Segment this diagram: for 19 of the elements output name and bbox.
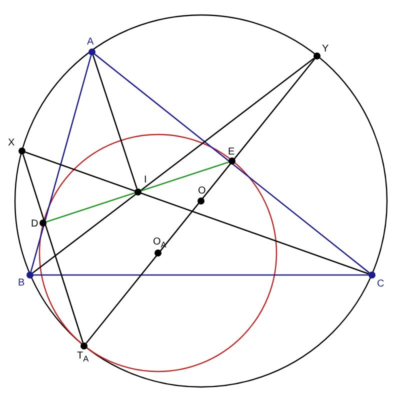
line-segment <box>30 55 92 272</box>
line-segment <box>92 55 138 189</box>
point-label: I <box>144 175 147 185</box>
point-label: C <box>377 279 384 289</box>
line-segment <box>86 58 316 344</box>
line-segment <box>32 58 315 274</box>
point-label: B <box>18 278 25 288</box>
line-segment <box>25 152 369 274</box>
point-label: O <box>198 186 206 196</box>
point-label: A <box>87 37 94 47</box>
line-segment <box>46 161 229 223</box>
point-label: T$_{A}$ <box>77 351 89 362</box>
line-segment <box>94 54 370 274</box>
point-label: D <box>31 219 38 229</box>
point-label: X <box>8 138 15 148</box>
line-segment <box>34 274 368 276</box>
line-segment <box>22 154 84 343</box>
point-label: E <box>228 147 235 157</box>
point-label: Y <box>322 44 329 54</box>
